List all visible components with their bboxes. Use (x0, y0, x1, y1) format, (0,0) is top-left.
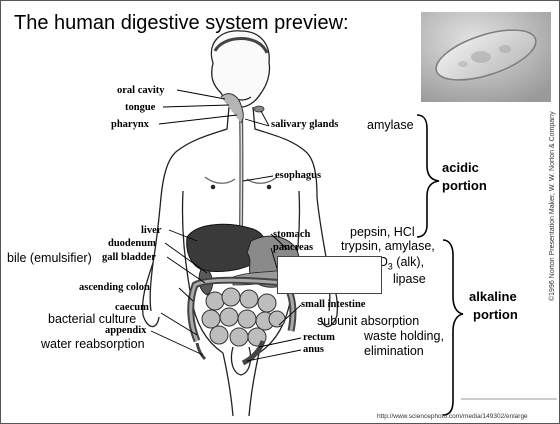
label-tongue: tongue (125, 102, 155, 113)
blank-answer-box (277, 256, 382, 294)
label-gall-bladder: gall bladder (102, 252, 156, 263)
note-trypsin: trypsin, amylase, (341, 239, 435, 253)
note-lipase: lipase (393, 272, 426, 286)
label-stomach: stomach (273, 229, 310, 240)
label-rectum: rectum (303, 332, 335, 343)
note-amylase: amylase (367, 118, 414, 132)
label-alkaline-portion: portion (473, 307, 518, 322)
label-salivary-glands: salivary glands (271, 119, 338, 130)
label-esophagus: esophagus (275, 170, 321, 181)
label-pancreas: pancreas (273, 242, 313, 253)
source-url: http://www.sciencephoto.com/media/149302… (377, 413, 528, 420)
label-anus: anus (303, 344, 324, 355)
note-elimination: elimination (364, 344, 424, 358)
label-small-intestine: small intestine (301, 299, 365, 310)
label-oral-cavity: oral cavity (117, 85, 165, 96)
note-water-reabsorption: water reabsorption (41, 337, 145, 351)
label-alkaline: alkaline (469, 289, 517, 304)
note-subunit-absorption: subunit absorption (317, 314, 419, 328)
label-appendix: appendix (105, 325, 146, 336)
label-pharynx: pharynx (111, 119, 149, 130)
label-duodenum: duodenum (108, 238, 156, 249)
h2co3-alk: (alk), (393, 255, 424, 269)
note-pepsin: pepsin, HCl (350, 225, 415, 239)
note-bacterial-culture: bacterial culture (48, 312, 136, 326)
label-liver: liver (141, 225, 161, 236)
label-acidic-portion: portion (442, 178, 487, 193)
note-bile: bile (emulsifier) (7, 251, 92, 265)
label-acidic: acidic (442, 160, 479, 175)
label-ascending-colon: ascending colon (79, 282, 150, 293)
copyright-credit: ©1996 Norton Presentation Maker, W. W. N… (549, 111, 556, 301)
note-waste-holding: waste holding, (364, 329, 444, 343)
